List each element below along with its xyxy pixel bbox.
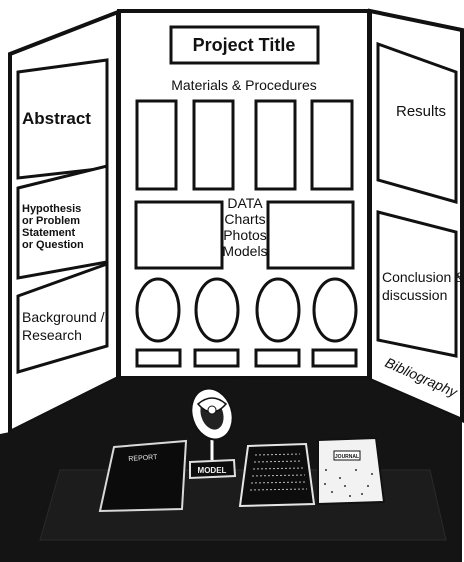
project-title: Project Title <box>193 35 296 55</box>
results-label: Results <box>396 103 446 120</box>
caption-box-3 <box>256 350 299 366</box>
results-panel <box>378 44 456 202</box>
background-line-2: Research <box>22 327 82 343</box>
data-box-left <box>136 202 222 268</box>
photo-oval-1 <box>137 279 179 341</box>
procedure-box-2 <box>194 101 233 189</box>
hypothesis-line-3: Statement <box>22 227 76 239</box>
photo-oval-3 <box>257 279 299 341</box>
materials-procedures-label: Materials & Procedures <box>171 77 317 93</box>
right-wing: Results Conclusion & discussion Bibliogr… <box>370 11 464 420</box>
journal-label: JOURNAL <box>335 454 359 460</box>
model-label: MODEL <box>198 466 227 475</box>
caption-box-1 <box>137 350 180 366</box>
abstract-label: Abstract <box>22 109 91 128</box>
data-notebook <box>240 444 314 506</box>
data-line-2: Charts <box>224 211 265 227</box>
data-line-4: Models <box>222 243 267 259</box>
background-line-1: Background / <box>22 309 105 325</box>
journal-book: JOURNAL <box>318 438 384 504</box>
hypothesis-line-4: or Question <box>22 239 84 251</box>
photo-oval-2 <box>196 279 238 341</box>
hypothesis-line-1: Hypothesis <box>22 203 81 215</box>
caption-box-2 <box>195 350 238 366</box>
conclusion-line-2: discussion <box>382 287 447 303</box>
caption-box-4 <box>313 350 356 366</box>
procedure-box-4 <box>312 101 352 189</box>
data-line-3: Photos <box>223 227 267 243</box>
center-panel: Project Title Materials & Procedures DAT… <box>119 11 369 378</box>
hypothesis-line-2: or Problem <box>22 215 80 227</box>
report-book: REPORT <box>100 441 186 511</box>
conclusion-line-1: Conclusion & <box>382 269 464 285</box>
photo-oval-4 <box>314 279 356 341</box>
procedure-box-3 <box>256 101 295 189</box>
procedure-box-1 <box>137 101 176 189</box>
data-box-right <box>268 202 353 268</box>
data-line-1: DATA <box>227 195 263 211</box>
left-wing: Abstract Hypothesis or Problem Statement… <box>10 12 118 432</box>
